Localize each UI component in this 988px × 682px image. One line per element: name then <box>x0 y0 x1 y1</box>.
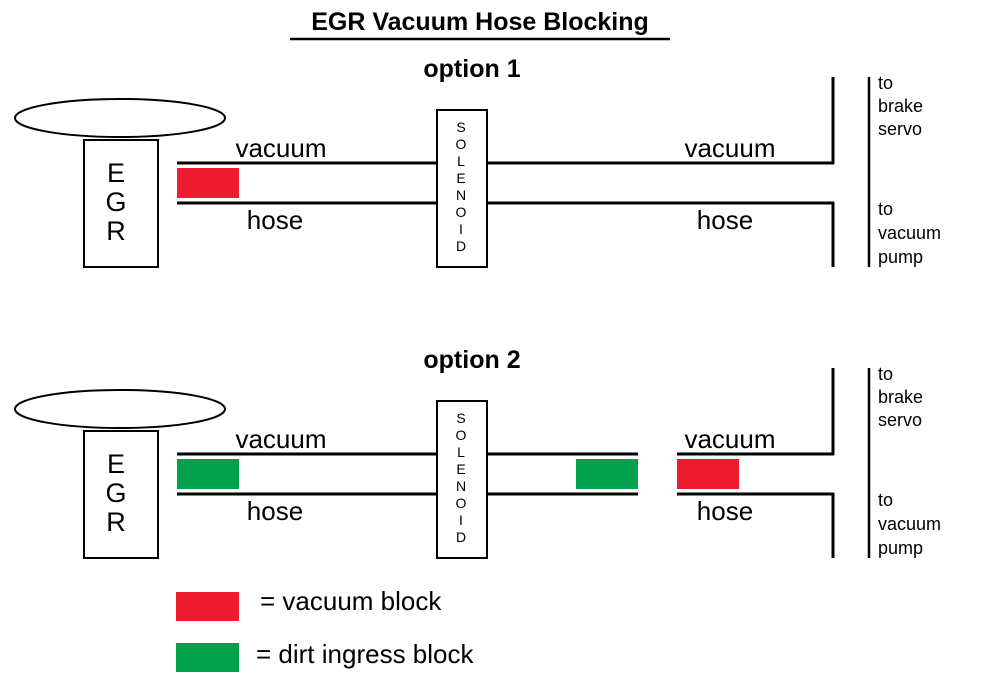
solenoid-letter: N <box>456 187 466 203</box>
brake-text: brake <box>878 96 923 116</box>
egr-body-1 <box>83 139 159 268</box>
pump-text: vacuum <box>878 223 941 243</box>
solenoid-letters-1: S O L E N O I D <box>456 119 467 254</box>
option-2-panel: option 2 E G R vacuum hose S O L E N O I… <box>14 346 941 559</box>
right-vacuum-label-1: vacuum <box>684 133 775 163</box>
solenoid-letters-2: S O L E N O I D <box>456 410 467 545</box>
egr-letter: E <box>107 158 125 188</box>
solenoid-letter: O <box>456 427 467 443</box>
solenoid-letter: N <box>456 478 466 494</box>
diagram-title: EGR Vacuum Hose Blocking <box>311 8 649 36</box>
legend-swatch-dirt-block <box>176 643 239 672</box>
solenoid-letter: O <box>456 495 467 511</box>
dirt-block-right-2 <box>576 459 638 489</box>
solenoid-letter: O <box>456 204 467 220</box>
brake-text: brake <box>878 387 923 407</box>
solenoid-letter: O <box>456 136 467 152</box>
egr-letter: E <box>107 449 125 479</box>
brake-text: servo <box>878 119 922 139</box>
egr-letter: R <box>106 507 126 537</box>
right-hose-label-2: hose <box>697 496 753 526</box>
solenoid-1 <box>436 109 488 268</box>
legend-text-dirt-block: = dirt ingress block <box>256 639 474 669</box>
brake-text: servo <box>878 410 922 430</box>
solenoid-letter: E <box>456 461 465 477</box>
solenoid-letter: S <box>456 119 465 135</box>
solenoid-letter: D <box>456 529 466 545</box>
solenoid-letter: L <box>457 444 465 460</box>
right-hose-label-1: hose <box>697 205 753 235</box>
left-hose-label-2: hose <box>247 496 303 526</box>
egr-diaphragm-2 <box>14 389 226 429</box>
egr-body-2 <box>83 430 159 559</box>
solenoid-letter: I <box>459 221 463 237</box>
egr-letter: R <box>106 216 126 246</box>
egr-diaphragm-1 <box>14 98 226 138</box>
left-vacuum-label-1: vacuum <box>235 133 326 163</box>
right-vacuum-label-2: vacuum <box>684 424 775 454</box>
vacuum-block-2 <box>677 459 739 489</box>
dirt-block-left-2 <box>177 459 239 489</box>
egr-letter: G <box>105 187 126 217</box>
solenoid-letter: E <box>456 170 465 186</box>
option-1-label: option 1 <box>423 55 520 83</box>
option-2-label: option 2 <box>423 346 520 374</box>
vacuum-block-1 <box>177 168 239 198</box>
left-hose-label-1: hose <box>247 205 303 235</box>
brake-text: to <box>878 73 893 93</box>
pump-text: pump <box>878 247 923 267</box>
solenoid-letter: S <box>456 410 465 426</box>
solenoid-letter: I <box>459 512 463 528</box>
legend: = vacuum block = dirt ingress block <box>176 586 474 672</box>
legend-text-vacuum-block: = vacuum block <box>260 586 442 616</box>
egr-letter: G <box>105 478 126 508</box>
pump-text: pump <box>878 538 923 558</box>
pump-text: to <box>878 490 893 510</box>
solenoid-letter: D <box>456 238 466 254</box>
solenoid-letter: L <box>457 153 465 169</box>
brake-text: to <box>878 364 893 384</box>
left-vacuum-label-2: vacuum <box>235 424 326 454</box>
pump-text: vacuum <box>878 514 941 534</box>
option-1-panel: option 1 E G R vacuum hose S O L E N O I… <box>14 55 941 268</box>
legend-swatch-vacuum-block <box>176 592 239 621</box>
pump-text: to <box>878 199 893 219</box>
solenoid-2 <box>436 400 488 559</box>
